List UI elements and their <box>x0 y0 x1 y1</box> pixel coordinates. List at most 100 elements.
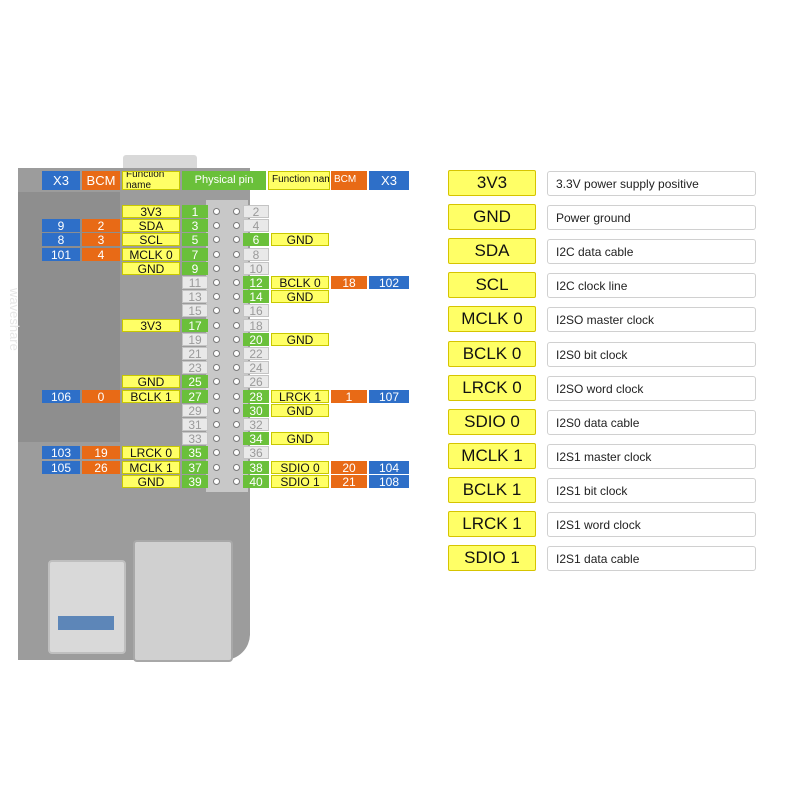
function-label: MCLK 1 <box>122 461 180 474</box>
pin-number: 14 <box>243 290 269 303</box>
pin-contact-icon <box>213 478 220 485</box>
function-label: GND <box>271 333 329 346</box>
bcm-label: 3 <box>82 233 120 246</box>
legend-item-description: I2S1 master clock <box>547 444 756 469</box>
legend-item-name: MCLK 1 <box>448 443 536 469</box>
legend-item-name: LRCK 1 <box>448 511 536 537</box>
function-label: LRCK 0 <box>122 446 180 459</box>
pin-contact-icon <box>213 464 220 471</box>
bcm-label: 19 <box>82 446 120 459</box>
pin-number: 5 <box>182 233 208 246</box>
pin-number: 1 <box>182 205 208 218</box>
pin-contact-icon <box>213 449 220 456</box>
legend-item-description: I2C clock line <box>547 273 756 298</box>
pin-number: 12 <box>243 276 269 289</box>
legend-item-description: I2SO master clock <box>547 307 756 332</box>
pin-contact-icon <box>233 293 240 300</box>
pin-number: 32 <box>243 418 269 431</box>
pin-contact-icon <box>233 393 240 400</box>
pin-contact-icon <box>233 421 240 428</box>
function-label: GND <box>122 475 180 488</box>
pin-contact-icon <box>233 435 240 442</box>
legend-item-description: I2S0 bit clock <box>547 342 756 367</box>
pin-number: 19 <box>182 333 208 346</box>
pin-contact-icon <box>213 435 220 442</box>
pin-contact-icon <box>233 222 240 229</box>
legend-item-name: SDA <box>448 238 536 264</box>
function-label: GND <box>122 262 180 275</box>
pin-number: 10 <box>243 262 269 275</box>
header-x3-right: X3 <box>369 171 409 190</box>
gpio-header-strip <box>206 200 248 492</box>
function-label: BCLK 1 <box>122 390 180 403</box>
x3-label: 102 <box>369 276 409 289</box>
pin-contact-icon <box>213 407 220 414</box>
pin-number: 25 <box>182 375 208 388</box>
pin-contact-icon <box>213 293 220 300</box>
ethernet-port-icon <box>133 540 233 662</box>
function-label: 3V3 <box>122 205 180 218</box>
bcm-label: 0 <box>82 390 120 403</box>
legend-item-description: I2S1 word clock <box>547 512 756 537</box>
pin-number: 15 <box>182 304 208 317</box>
bcm-label: 2 <box>82 219 120 232</box>
pin-contact-icon <box>233 307 240 314</box>
legend-item-name: SDIO 1 <box>448 545 536 571</box>
function-label: MCLK 0 <box>122 248 180 261</box>
x3-label: 105 <box>42 461 80 474</box>
legend-item-name: BCLK 1 <box>448 477 536 503</box>
pin-number: 23 <box>182 361 208 374</box>
legend-item-description: I2S1 data cable <box>547 546 756 571</box>
pin-number: 21 <box>182 347 208 360</box>
pin-contact-icon <box>213 393 220 400</box>
usb-port-icon <box>48 560 126 654</box>
pin-contact-icon <box>233 449 240 456</box>
x3-label: 106 <box>42 390 80 403</box>
header-bcm-right: BCM <box>331 171 367 190</box>
pin-number: 29 <box>182 404 208 417</box>
pin-number: 18 <box>243 319 269 332</box>
pin-contact-icon <box>213 307 220 314</box>
pin-number: 8 <box>243 248 269 261</box>
pin-contact-icon <box>213 336 220 343</box>
pin-contact-icon <box>233 364 240 371</box>
pin-contact-icon <box>233 265 240 272</box>
bcm-label: 21 <box>331 475 367 488</box>
pin-contact-icon <box>213 378 220 385</box>
pin-number: 39 <box>182 475 208 488</box>
pin-contact-icon <box>233 350 240 357</box>
pin-number: 7 <box>182 248 208 261</box>
pin-contact-icon <box>213 251 220 258</box>
x3-label: 108 <box>369 475 409 488</box>
x3-label: 8 <box>42 233 80 246</box>
pin-contact-icon <box>213 222 220 229</box>
pin-contact-icon <box>213 364 220 371</box>
pin-number: 3 <box>182 219 208 232</box>
pin-number: 11 <box>182 276 208 289</box>
pin-number: 9 <box>182 262 208 275</box>
function-label: 3V3 <box>122 319 180 332</box>
pin-contact-icon <box>233 336 240 343</box>
legend-item-name: BCLK 0 <box>448 341 536 367</box>
board-brand-text: waveshare <box>7 288 22 351</box>
pin-contact-icon <box>233 208 240 215</box>
x3-label: 101 <box>42 248 80 261</box>
legend-item-name: LRCK 0 <box>448 375 536 401</box>
header-function-name-left: Function name <box>122 171 180 190</box>
pin-number: 16 <box>243 304 269 317</box>
bcm-label: 20 <box>331 461 367 474</box>
pin-number: 30 <box>243 404 269 417</box>
pin-contact-icon <box>213 350 220 357</box>
x3-label: 103 <box>42 446 80 459</box>
function-label: GND <box>271 233 329 246</box>
legend-item-description: 3.3V power supply positive <box>547 171 756 196</box>
pin-number: 2 <box>243 205 269 218</box>
pin-contact-icon <box>213 279 220 286</box>
pin-number: 6 <box>243 233 269 246</box>
pin-contact-icon <box>233 478 240 485</box>
legend-item-name: GND <box>448 204 536 230</box>
function-label: GND <box>122 375 180 388</box>
pin-number: 22 <box>243 347 269 360</box>
legend-item-description: I2S1 bit clock <box>547 478 756 503</box>
bcm-label: 4 <box>82 248 120 261</box>
